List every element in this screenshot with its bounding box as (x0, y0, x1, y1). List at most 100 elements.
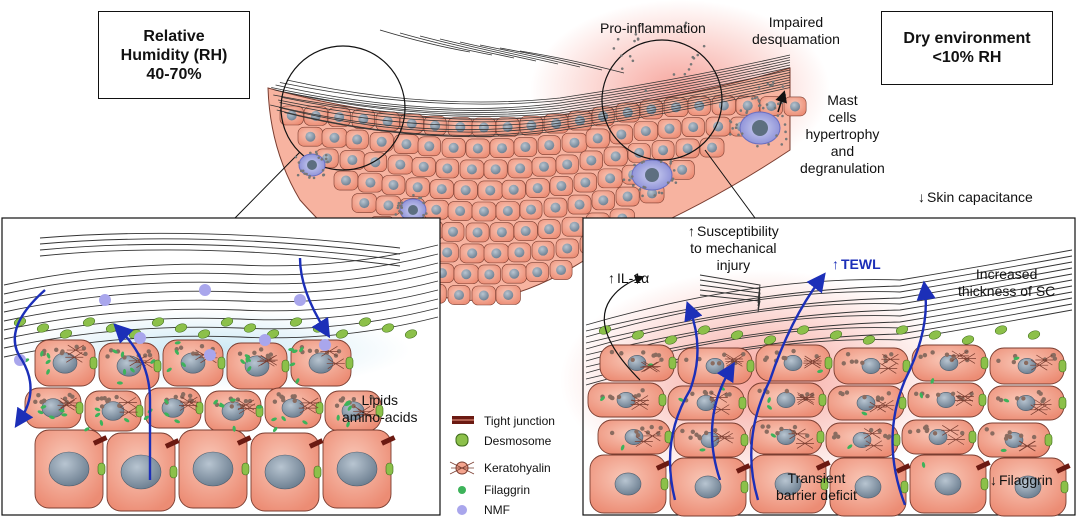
granule (696, 53, 700, 57)
desmosome (135, 404, 144, 418)
filaggrin (232, 425, 236, 432)
filaggrin-down-text: Filaggrin (999, 472, 1053, 488)
il1a-text: IL-1α (617, 270, 650, 286)
granule (105, 398, 110, 404)
granule (691, 55, 695, 59)
desmosome (738, 396, 747, 410)
desmosome (97, 462, 106, 476)
cell-nucleus (448, 142, 459, 153)
granule (272, 399, 278, 404)
filaggrin (766, 405, 772, 410)
cell-nucleus (520, 142, 531, 153)
keratohyalin (795, 438, 814, 449)
cell-nucleus (928, 429, 948, 445)
granule (734, 126, 738, 130)
granule (694, 432, 699, 437)
corneocyte-layer (274, 64, 791, 114)
cell-nucleus (774, 472, 802, 496)
corneocyte-layer (39, 238, 401, 255)
cell-nucleus (574, 199, 585, 210)
cell-nucleus (329, 132, 340, 143)
desmosome (1044, 433, 1053, 447)
granule (243, 399, 249, 404)
keratohyalin (301, 397, 320, 409)
tight-junction (380, 435, 396, 446)
filaggrin (847, 444, 853, 449)
filaggrin (40, 350, 44, 357)
zoom-line-right (704, 149, 756, 219)
granule (340, 396, 346, 401)
dry-box-text: Dry environment <10% RH (903, 30, 1031, 66)
tight-junction (735, 463, 751, 474)
filaggrin (302, 420, 308, 425)
cell-nucleus (861, 358, 881, 374)
desmosome (816, 430, 825, 444)
keratohyalin (1029, 404, 1048, 416)
cell-nucleus (514, 247, 525, 258)
cell-nucleus (382, 116, 393, 127)
granule (916, 428, 921, 434)
cell-nucleus (466, 164, 477, 175)
granule (39, 399, 44, 405)
legend-item-desmosome: Desmosome (484, 432, 551, 450)
cell-nucleus (467, 248, 478, 259)
cell-nucleus (538, 245, 549, 256)
susceptibility-label: Susceptibility to mechanical injury (688, 223, 779, 274)
desmosome (892, 433, 901, 447)
granule (918, 354, 923, 360)
legend-label: Desmosome (484, 434, 552, 448)
cell-nucleus (705, 358, 725, 374)
desmosome (730, 330, 744, 340)
keratohyalin (642, 361, 661, 372)
corneocyte-layer (279, 57, 791, 105)
granule (336, 349, 342, 354)
mast-cell (399, 198, 427, 222)
granule (907, 429, 913, 435)
cell-nucleus (448, 226, 459, 237)
central-stratum-corneum (270, 29, 791, 138)
cell-nucleus (936, 392, 956, 408)
keratohyalin (788, 428, 807, 440)
granule (722, 352, 727, 357)
granule (294, 155, 298, 159)
granule (616, 37, 620, 41)
corneocyte-layer (286, 54, 791, 103)
desmosome (243, 323, 257, 333)
cell-nucleus (592, 133, 603, 144)
granule (771, 83, 774, 86)
right-cells (587, 344, 1067, 517)
right-decorations (598, 325, 1071, 494)
granule (690, 391, 695, 397)
cell-nucleus (713, 121, 724, 132)
desmosome (89, 356, 98, 370)
cell-nucleus (664, 123, 675, 134)
granule (628, 178, 631, 182)
filaggrin (112, 349, 118, 354)
cell-nucleus (509, 268, 520, 279)
tight-junction (975, 460, 991, 471)
granule (783, 356, 788, 361)
granule (314, 348, 319, 354)
cell-nucleus (460, 185, 471, 196)
granule (766, 82, 770, 86)
filaggrin (45, 359, 51, 365)
cell-nucleus (610, 151, 621, 162)
granule (935, 392, 941, 397)
granule (684, 357, 689, 362)
legend-item-filaggrin: Filaggrin (484, 481, 530, 499)
desmosome (763, 335, 777, 345)
granule (951, 354, 956, 359)
cell-nucleus (616, 392, 636, 408)
cell-nucleus (418, 161, 429, 172)
granule (860, 360, 865, 366)
granule (666, 181, 670, 184)
cell-nucleus (852, 432, 872, 448)
granule (1023, 360, 1029, 366)
granule (766, 424, 771, 429)
filaggrin (770, 433, 777, 438)
granule (74, 344, 79, 350)
cell-nucleus (358, 114, 369, 125)
legend-item-nmf: NMF (484, 501, 510, 519)
granule (616, 394, 622, 400)
keratohyalin (118, 397, 137, 408)
